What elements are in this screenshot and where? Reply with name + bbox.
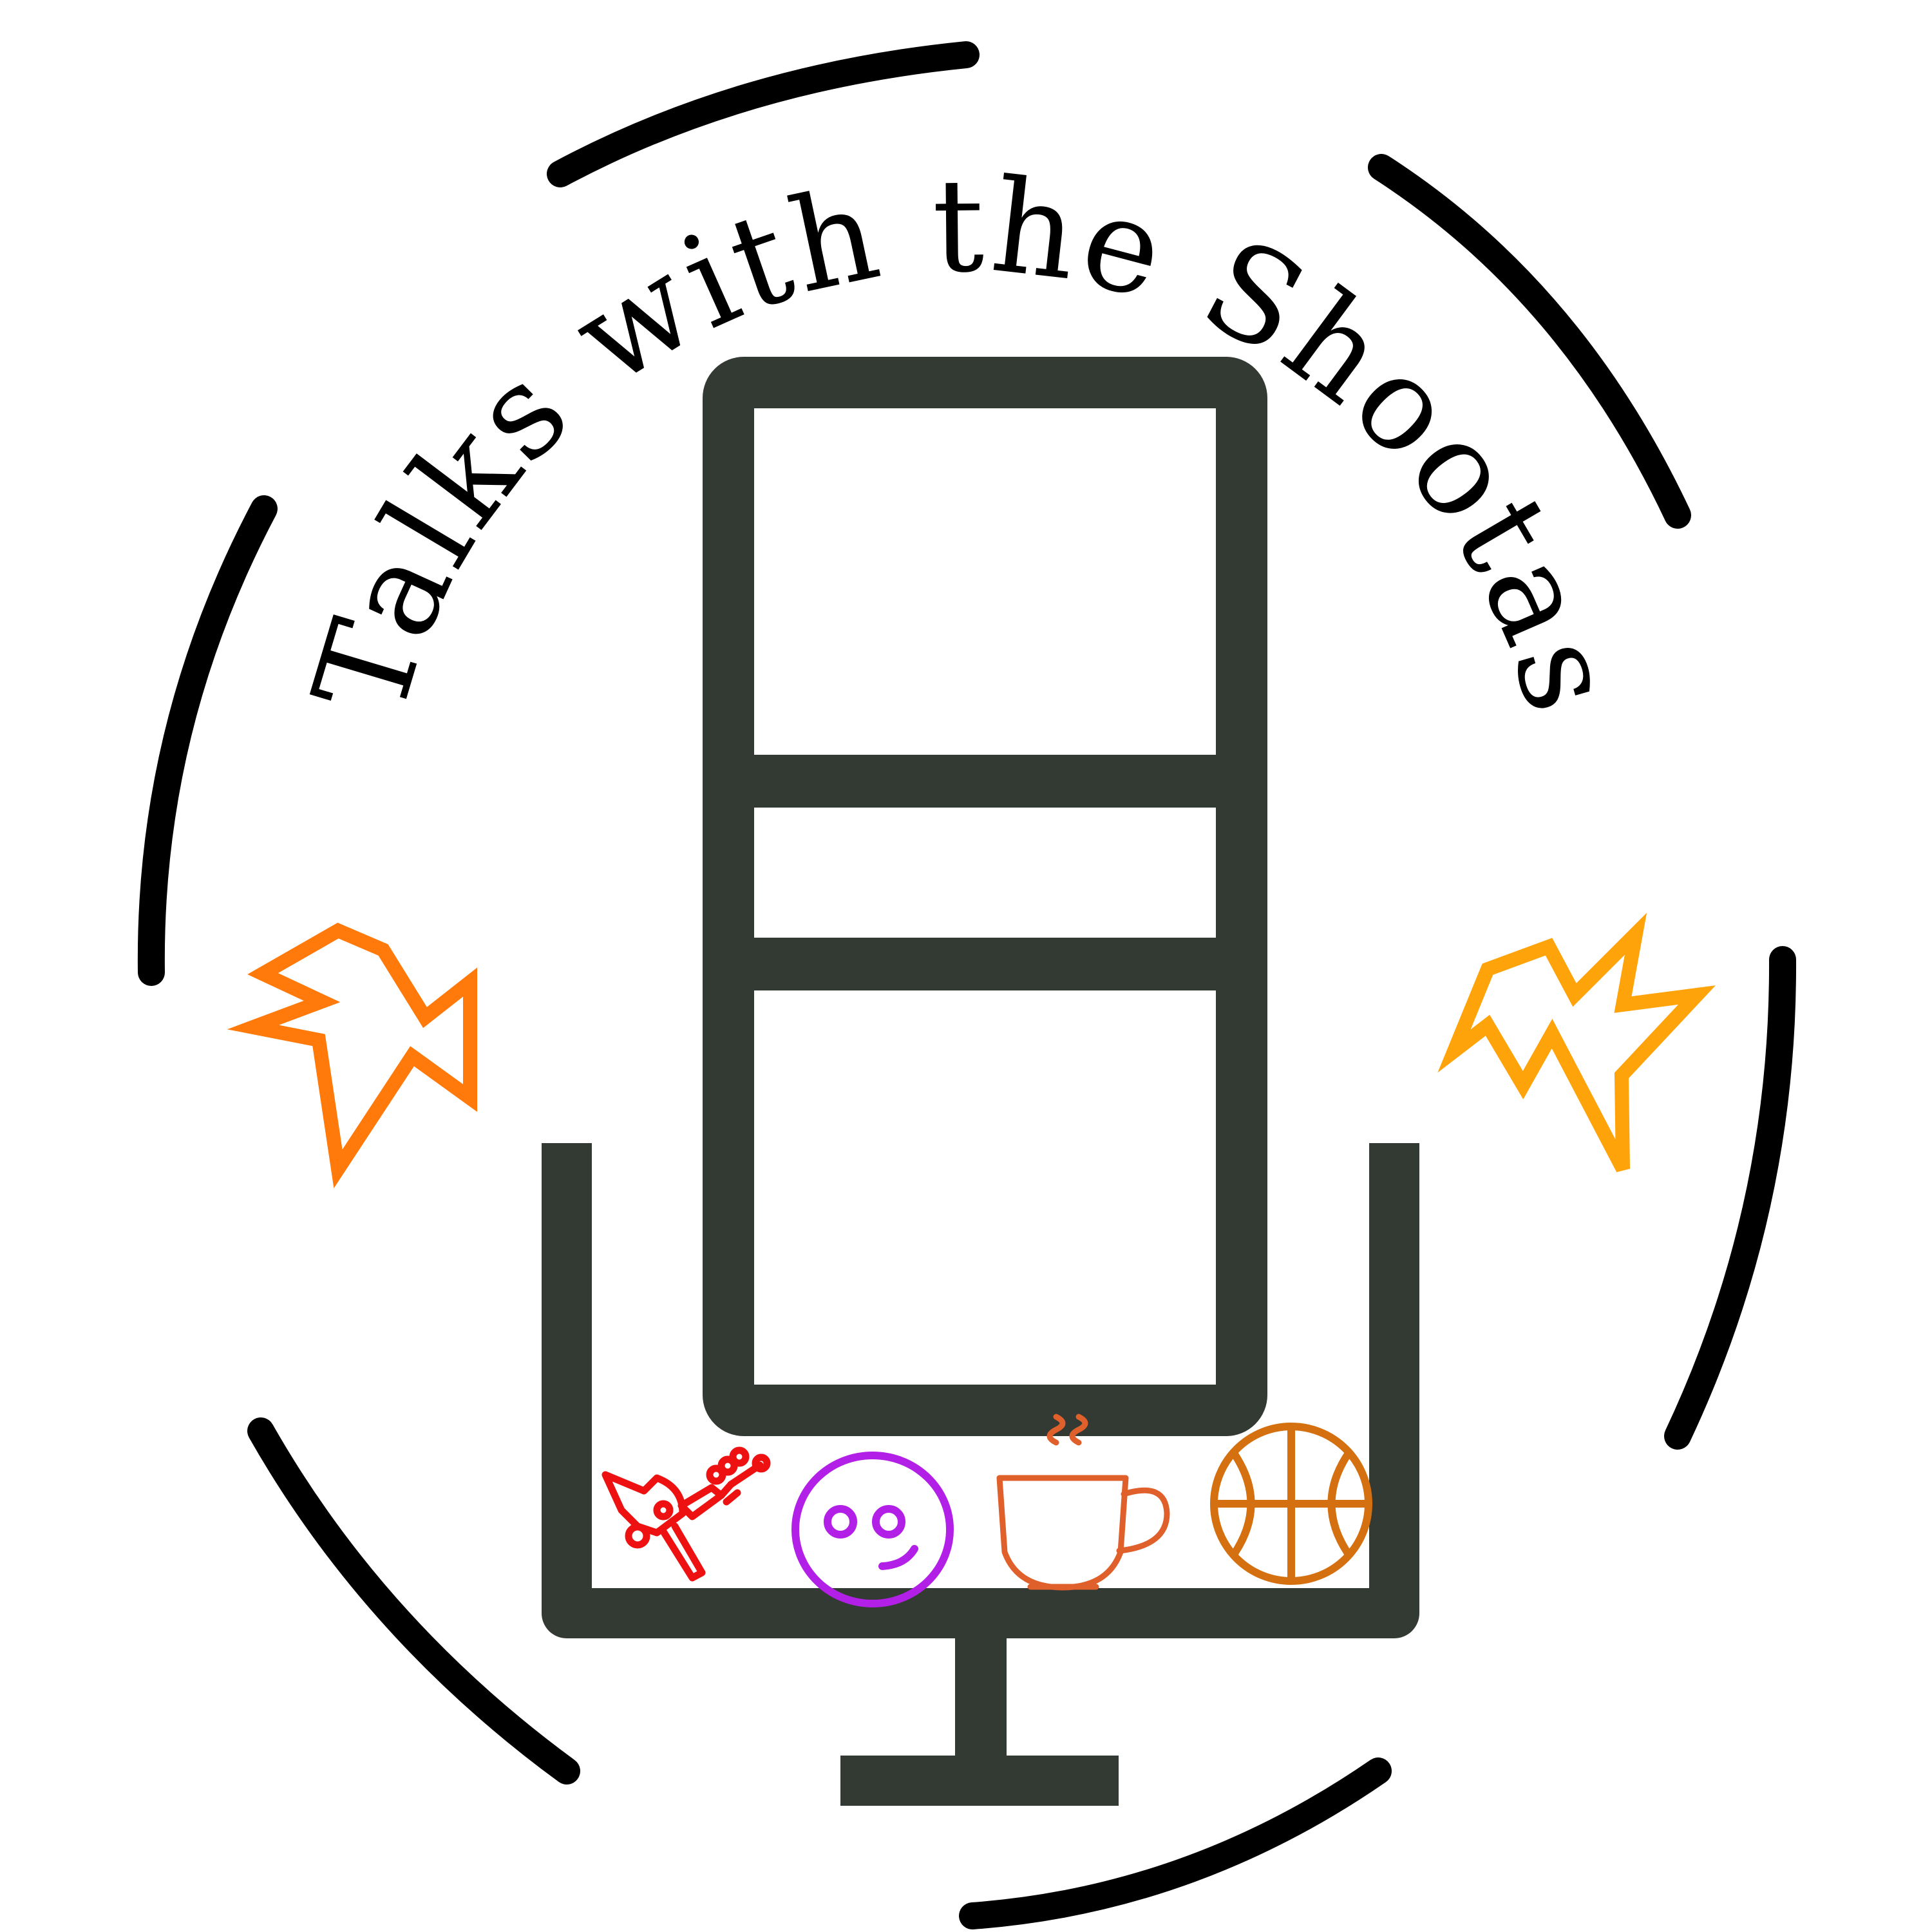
microphone-holder [542,1143,1419,1638]
ring-segment [959,1757,1392,1929]
podcast-title-text: Talks with the Shootas [285,151,1643,731]
ring-segment [247,1417,580,1785]
right-spark-icon [1437,913,1716,1173]
ring-segment [137,495,278,986]
ring-segment [1368,154,1691,529]
microphone-body [703,357,1267,1436]
outer-ring [137,41,1797,1929]
ring-segment [547,41,980,187]
left-spark-icon [227,922,477,1189]
ring-segment [1664,946,1797,1450]
ray-gun-icon [601,1446,771,1582]
coffee-cup-icon [996,1414,1170,1591]
microphone-base [840,1756,1119,1806]
basketball-icon [1210,1423,1372,1585]
face-icon [791,1452,954,1607]
podcast-title: Talks with the Shootas [285,151,1647,731]
